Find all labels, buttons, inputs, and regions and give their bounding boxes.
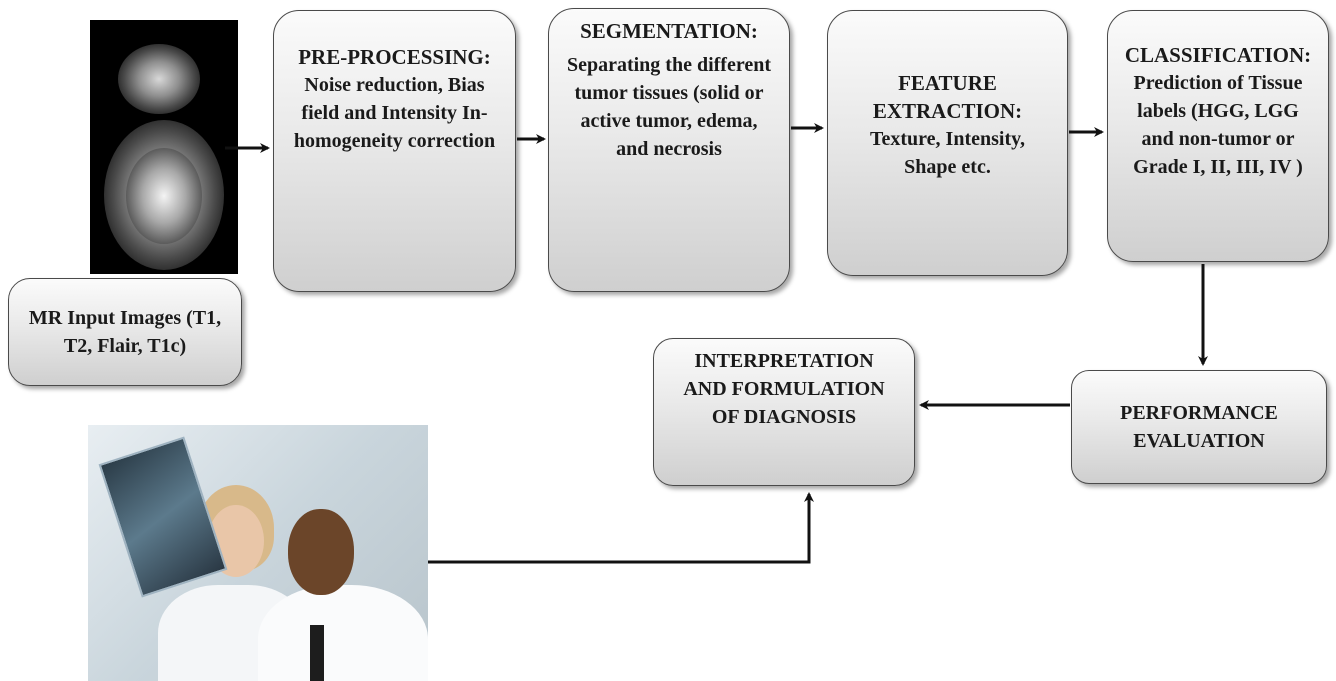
segmentation-body: Separating the different tumor tissues (… (566, 54, 772, 160)
preprocessing-body: Noise reduction, Bias field and Intensit… (293, 74, 496, 152)
performance-evaluation-box: PERFORMANCE EVALUATION (1071, 370, 1327, 484)
arrow-doctors-to-interpretation (428, 492, 814, 564)
mri-image (90, 20, 238, 274)
preprocessing-title: PRE-PROCESSING: (298, 45, 491, 69)
doctor-head-right (288, 509, 354, 595)
doctor-coat-right (258, 585, 428, 681)
preprocessing-box: PRE-PROCESSING: Noise reduction, Bias fi… (273, 10, 516, 292)
performance-evaluation-label: PERFORMANCE EVALUATION (1120, 402, 1278, 452)
feature-extraction-body: Texture, Intensity, Shape etc. (869, 128, 1026, 178)
interpretation-box: INTERPRETATION AND FORMULATION OF DIAGNO… (653, 338, 915, 486)
mr-input-label: MR Input Images (T1, T2, Flair, T1c) (28, 307, 222, 357)
mr-input-box: MR Input Images (T1, T2, Flair, T1c) (8, 278, 242, 386)
doctor-tie (310, 625, 324, 681)
doctors-photo (88, 425, 428, 681)
segmentation-title: SEGMENTATION: (580, 19, 758, 43)
feature-extraction-box: FEATURE EXTRACTION: Texture, Intensity, … (827, 10, 1068, 276)
classification-box: CLASSIFICATION: Prediction of Tissue lab… (1107, 10, 1329, 262)
segmentation-box: SEGMENTATION: Separating the different t… (548, 8, 790, 292)
mri-slice-top (118, 44, 200, 114)
classification-body: Prediction of Tissue labels (HGG, LGG an… (1133, 72, 1303, 178)
classification-title: CLASSIFICATION: (1124, 43, 1312, 67)
feature-extraction-title: FEATURE EXTRACTION: (872, 71, 1023, 123)
mri-slice-detail (126, 148, 202, 244)
interpretation-label: INTERPRETATION AND FORMULATION OF DIAGNO… (683, 350, 885, 428)
